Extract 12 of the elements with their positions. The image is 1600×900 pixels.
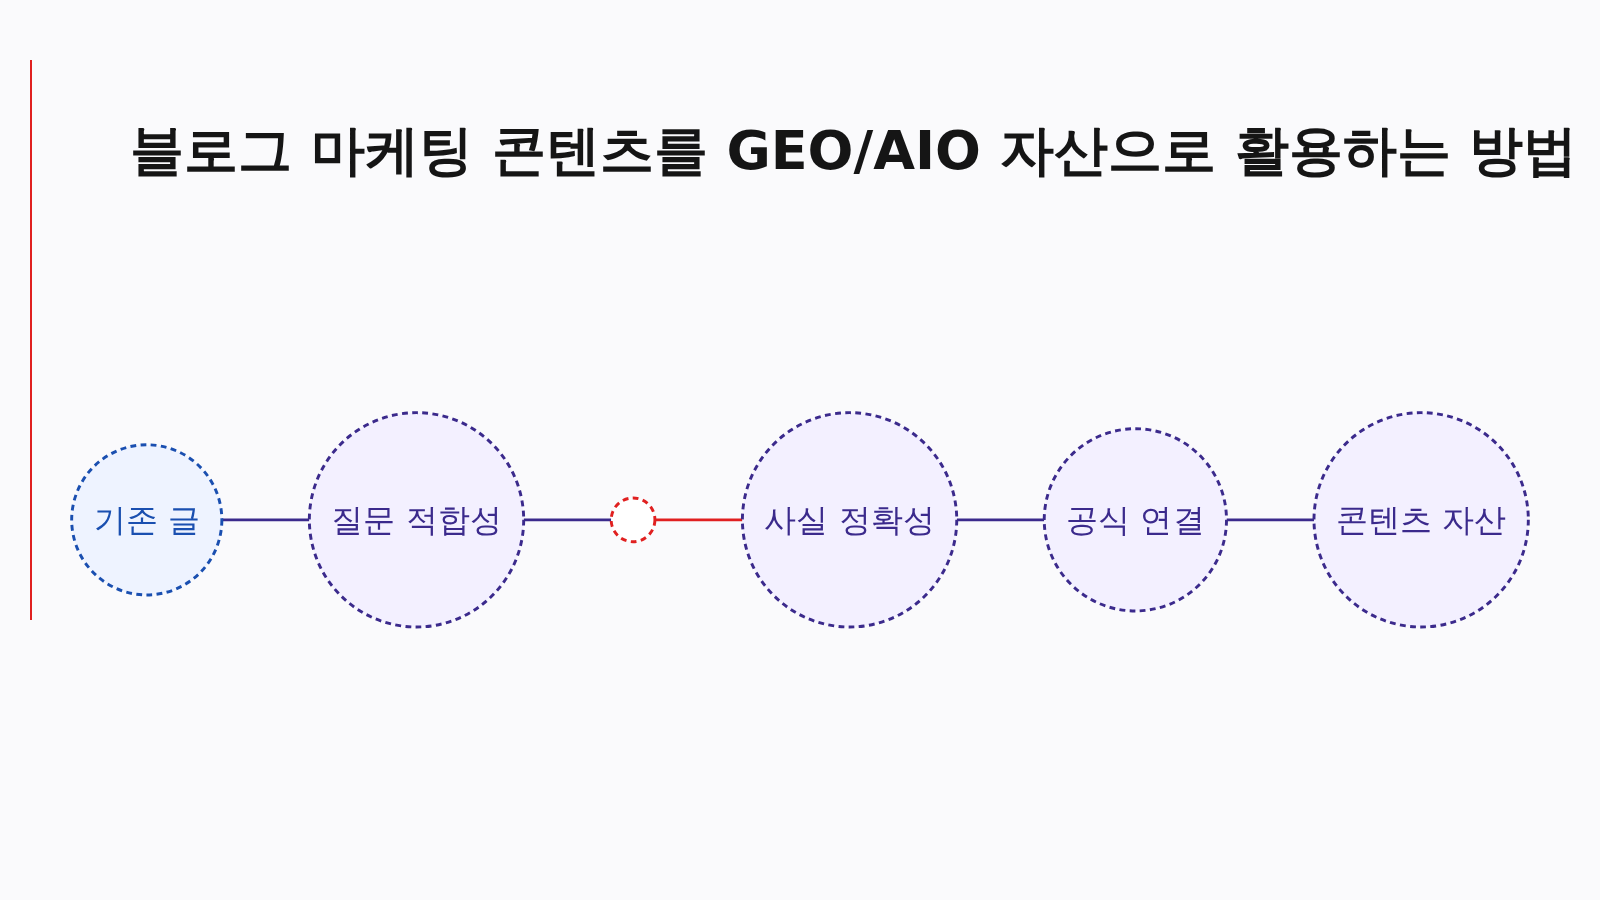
- node-circle: [609, 496, 657, 544]
- title: 블로그 마케팅 콘텐츠를 GEO/AIO 자산으로 활용하는 방법: [130, 118, 1578, 184]
- connector: [523, 518, 612, 522]
- node-circle: 기존 글: [70, 443, 224, 597]
- connector: [956, 518, 1045, 522]
- node-circle: 콘텐츠 자산: [1312, 411, 1530, 629]
- connector: [1226, 518, 1314, 522]
- connector: [221, 518, 310, 522]
- node-circle: 질문 적합성: [307, 411, 526, 629]
- node-circle: 사실 정확성: [740, 411, 959, 629]
- connector: [654, 518, 743, 522]
- node-circle: 공식 연결: [1042, 427, 1228, 613]
